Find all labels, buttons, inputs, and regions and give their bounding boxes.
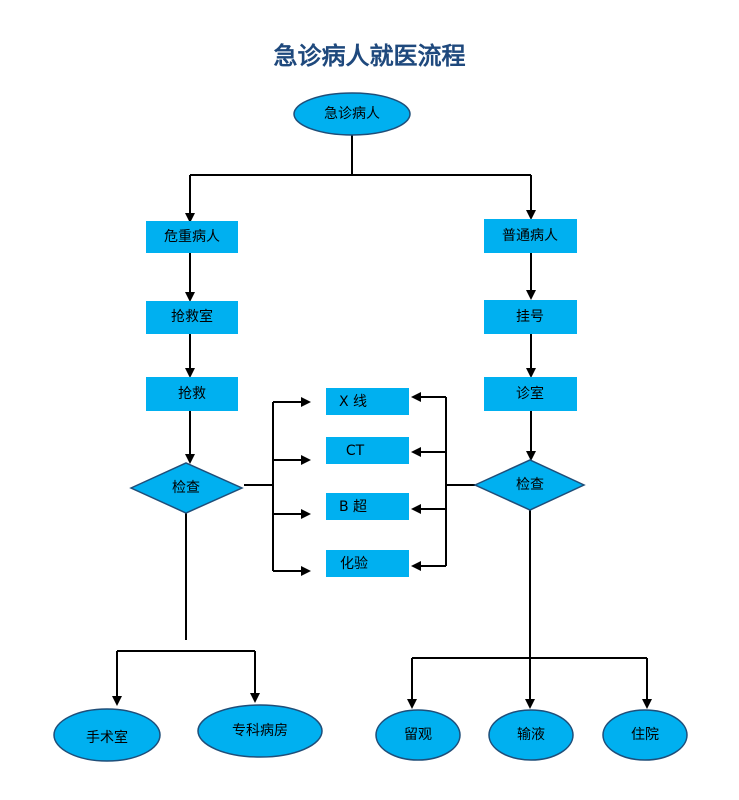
rescue-label: 抢救 <box>178 385 206 402</box>
node-normal: 普通病人 <box>484 219 577 253</box>
normal-label: 普通病人 <box>502 228 558 244</box>
rescue-room-label: 抢救室 <box>171 308 213 325</box>
admit-label: 住院 <box>631 727 659 743</box>
observe-ellipse <box>375 709 461 761</box>
lab-label: 化验 <box>340 556 368 572</box>
exam-left-label: 检查 <box>172 480 200 496</box>
start-ellipse <box>293 92 411 136</box>
node-rescue-room: 抢救室 <box>146 301 238 334</box>
consult-label: 诊室 <box>516 385 544 402</box>
start-label: 急诊病人 <box>324 106 380 122</box>
node-exam-right: 检查 <box>473 459 586 511</box>
surgery-ellipse <box>53 708 161 762</box>
critical-label: 危重病人 <box>164 229 220 245</box>
exam-right-diamond <box>473 459 586 511</box>
rescue-room-box <box>146 301 238 334</box>
bultrasound-box <box>326 493 409 520</box>
exam-left-diamond <box>129 462 244 514</box>
registration-box <box>484 300 577 334</box>
node-rescue: 抢救 <box>146 377 238 411</box>
diagram-title: 急诊病人就医流程 <box>273 41 466 70</box>
ward-label: 专科病房 <box>232 723 288 739</box>
critical-box <box>146 221 238 253</box>
node-lab: 化验 <box>326 550 409 577</box>
surgery-label: 手术室 <box>86 729 128 746</box>
node-ct: CT <box>326 437 409 464</box>
consult-box <box>484 377 577 411</box>
infusion-label: 输液 <box>517 727 545 743</box>
exam-right-label: 检查 <box>516 477 544 493</box>
node-ward: 专科病房 <box>197 704 323 758</box>
admit-ellipse <box>602 709 688 761</box>
node-surgery: 手术室 <box>53 708 161 762</box>
node-registration: 挂号 <box>484 300 577 334</box>
node-infusion: 输液 <box>488 709 574 761</box>
node-admit: 住院 <box>602 709 688 761</box>
node-observe: 留观 <box>375 709 461 761</box>
node-critical: 危重病人 <box>146 221 238 253</box>
node-exam-left: 检查 <box>129 462 244 514</box>
lab-box <box>326 550 409 577</box>
node-xray: X 线 <box>326 388 409 415</box>
infusion-ellipse <box>488 709 574 761</box>
normal-box <box>484 219 577 253</box>
ward-ellipse <box>197 704 323 758</box>
xray-label: X 线 <box>339 394 367 410</box>
node-start: 急诊病人 <box>293 92 411 136</box>
registration-label: 挂号 <box>516 309 544 325</box>
node-bultrasound: B 超 <box>326 493 409 520</box>
bultrasound-label: B 超 <box>339 499 367 515</box>
node-consult: 诊室 <box>484 377 577 411</box>
connectors <box>112 134 652 709</box>
observe-label: 留观 <box>404 727 432 743</box>
ct-label: CT <box>346 443 365 459</box>
rescue-box <box>146 377 238 411</box>
ct-box <box>326 437 409 464</box>
xray-box <box>326 388 409 415</box>
